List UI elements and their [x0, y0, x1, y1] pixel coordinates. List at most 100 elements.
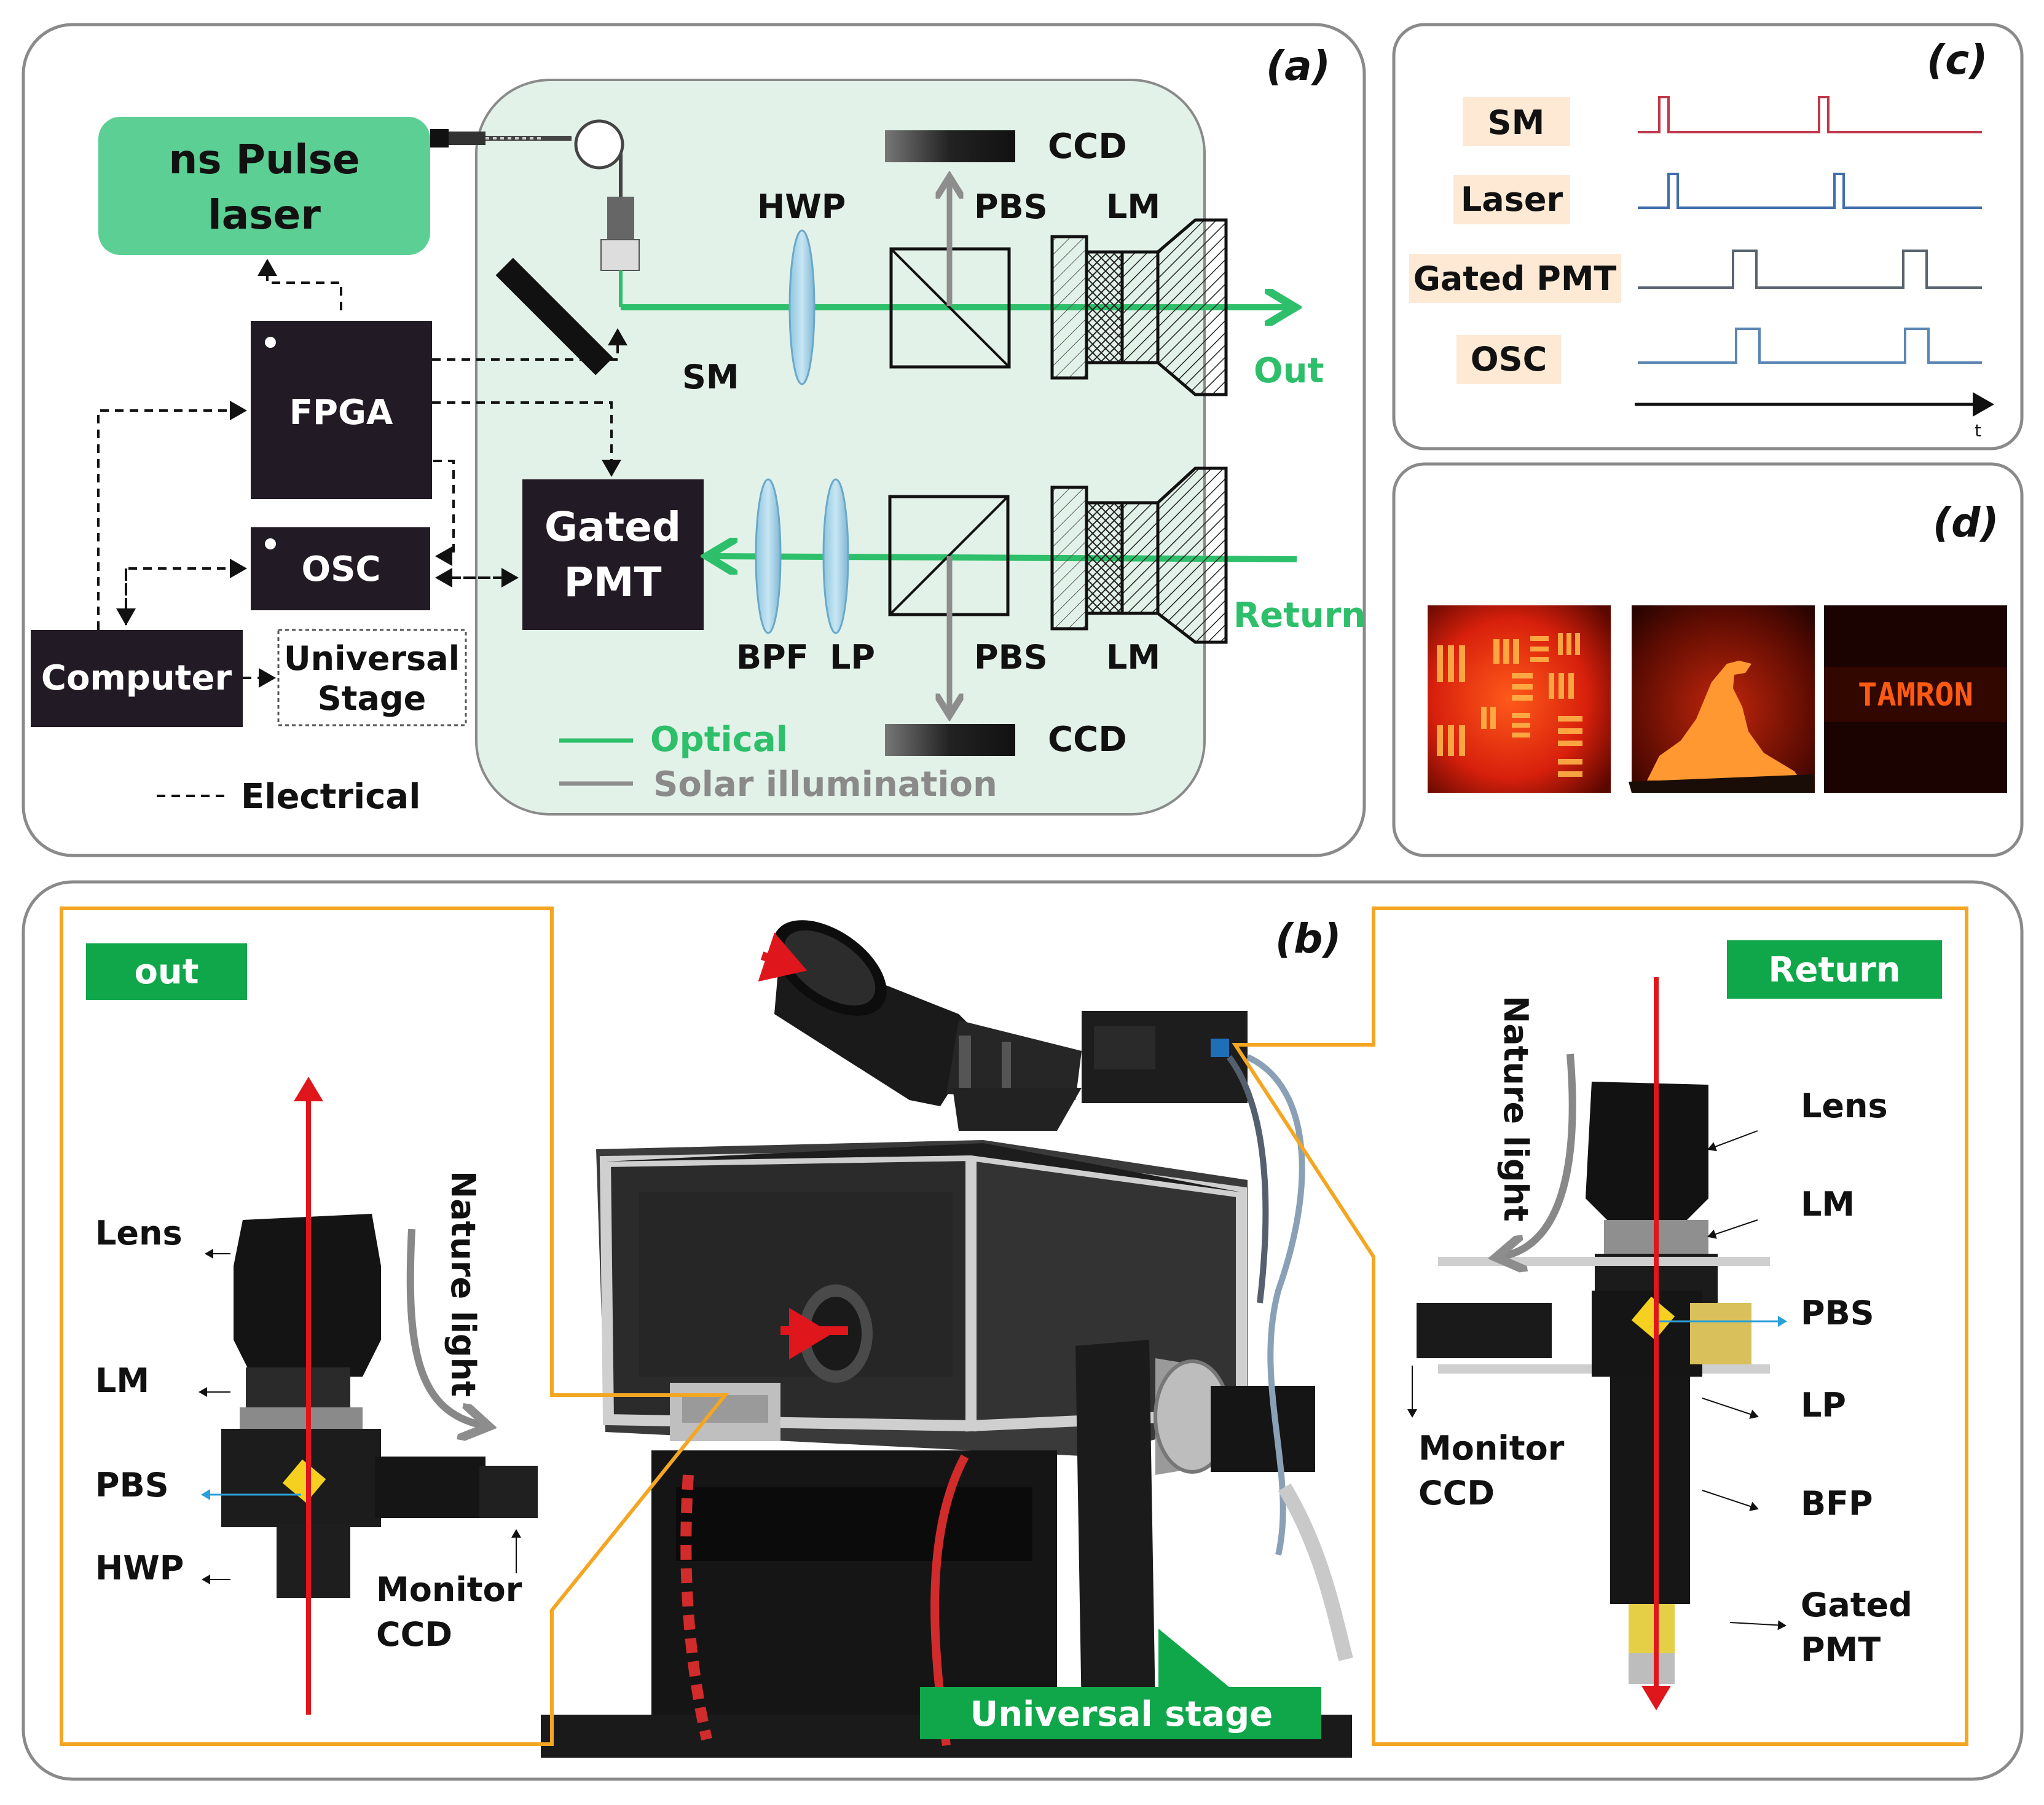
left-inset: out Lens LM PBS HWP Monitor CCD	[86, 943, 538, 1715]
lp-lens	[822, 478, 849, 634]
hwp-label: HWP	[757, 187, 846, 226]
gated-pmt-line2: PMT	[564, 559, 661, 606]
electrical-connections	[97, 259, 627, 688]
right-device	[1417, 1082, 1770, 1684]
lm-bottom-label: LM	[1106, 638, 1160, 677]
legend-optical-label: Optical	[650, 720, 788, 760]
left-device	[221, 1214, 538, 1598]
out-label: Out	[1254, 351, 1324, 391]
panel-d-letter: (d)	[1933, 499, 1999, 546]
laser-box	[98, 117, 430, 255]
scanning-mirror	[495, 258, 613, 376]
trace-laser	[1638, 173, 1982, 209]
trace-gated-pmt	[1638, 250, 1982, 289]
result-image-resolution-target	[1428, 605, 1611, 793]
panel-c-frame	[1392, 23, 2024, 450]
signal-label-osc: OSC	[1471, 340, 1547, 379]
fiber-cable	[430, 119, 640, 271]
return-tag-label: Return	[1768, 950, 1900, 990]
signal-bg-gated	[1409, 254, 1621, 303]
out-tag-label: out	[134, 952, 199, 992]
pbs-bottom-label: PBS	[974, 638, 1048, 677]
right-nature-light-label: Nature light	[1496, 996, 1535, 1222]
lp-label: LP	[830, 638, 875, 677]
right-lens-label: Lens	[1801, 1087, 1888, 1125]
legend-solar-label: Solar illumination	[653, 765, 997, 804]
stage-tag-label: Universal stage	[970, 1694, 1273, 1734]
right-pbs-label: PBS	[1801, 1294, 1874, 1332]
pbs-top-label: PBS	[974, 187, 1048, 226]
signal-bg-osc	[1456, 335, 1561, 384]
left-lens-label: Lens	[95, 1214, 183, 1252]
panel-a: (a) ns Pulse laser FPGA OSC Computer	[22, 23, 1366, 857]
trace-sm	[1638, 96, 1982, 133]
right-lm-label: LM	[1801, 1185, 1855, 1224]
left-nature-light-arrow	[406, 1229, 485, 1426]
right-monitor-line2: CCD	[1418, 1474, 1495, 1512]
right-lp-label: LP	[1801, 1386, 1846, 1425]
osc-box	[251, 527, 430, 610]
lm-top-label: LM	[1106, 187, 1160, 226]
left-monitor-line1: Monitor	[376, 1570, 522, 1609]
panel-c: (c) SM Laser Gated PMT OSC t	[1392, 23, 2024, 450]
computer-box	[31, 630, 243, 727]
result-image-dinosaur	[1629, 605, 1815, 793]
left-pbs-label: PBS	[95, 1466, 169, 1504]
universal-stage-box	[277, 629, 467, 726]
time-axis-label: t	[1975, 420, 1981, 441]
signal-label-sm: SM	[1488, 103, 1545, 142]
laser-label-line2: laser	[208, 191, 321, 238]
right-gated-line2: PMT	[1801, 1630, 1881, 1669]
panel-b: (b)	[22, 880, 2024, 1781]
panel-d: (d) TAMRON	[1392, 462, 2024, 857]
right-gated-line1: Gated	[1801, 1586, 1912, 1624]
panel-c-letter: (c)	[1927, 36, 1987, 84]
optics-region	[475, 79, 1206, 816]
right-monitor-line1: Monitor	[1418, 1429, 1565, 1468]
signal-bg-sm	[1463, 97, 1570, 146]
tamron-text: TAMRON	[1858, 677, 1973, 714]
ccd-bottom	[885, 724, 1015, 756]
fpga-box	[251, 321, 432, 499]
trace-osc	[1638, 328, 1982, 364]
right-bfp-label: BFP	[1801, 1484, 1873, 1523]
left-lm-label: LM	[95, 1361, 149, 1400]
osc-label: OSC	[301, 549, 380, 589]
lm-top	[1050, 218, 1228, 396]
laser-label-line1: ns Pulse	[168, 136, 360, 183]
ccd-bottom-label: CCD	[1048, 720, 1127, 760]
signal-bg-laser	[1453, 175, 1570, 224]
stage-label-line1: Universal	[284, 639, 460, 678]
computer-label: Computer	[41, 658, 232, 698]
ccd-top	[885, 130, 1015, 162]
sm-label: SM	[682, 358, 739, 396]
right-callout-outline	[1232, 906, 1968, 1746]
gated-pmt-line1: Gated	[544, 503, 681, 551]
return-tag	[1727, 940, 1942, 999]
hwp-lens	[788, 229, 816, 385]
signal-label-gated: Gated PMT	[1413, 259, 1617, 298]
bpf-lens	[755, 478, 782, 634]
left-nature-light-label: Nature light	[444, 1171, 482, 1397]
central-photo	[541, 920, 1353, 1758]
legend-electrical-label: Electrical	[241, 777, 420, 817]
lm-bottom	[1050, 466, 1228, 644]
return-label: Return	[1233, 596, 1366, 635]
left-hwp-label: HWP	[95, 1549, 184, 1587]
out-tag	[86, 943, 247, 1000]
right-inset: Return Lens LM PBS LP	[1407, 940, 1942, 1710]
gated-pmt-box	[522, 479, 704, 630]
bpf-label: BPF	[736, 638, 809, 677]
left-monitor-line2: CCD	[376, 1615, 452, 1654]
left-callout-outline	[60, 906, 729, 1746]
ccd-top-label: CCD	[1048, 127, 1127, 167]
panel-a-letter: (a)	[1266, 42, 1331, 90]
stage-label-line2: Stage	[318, 679, 426, 718]
panel-b-letter: (b)	[1275, 915, 1342, 962]
stage-tag	[920, 1629, 1321, 1739]
signal-label-laser: Laser	[1461, 180, 1563, 219]
photo-rotary-stage	[1075, 1340, 1315, 1715]
fpga-label: FPGA	[289, 393, 393, 433]
result-image-tamron: TAMRON	[1824, 605, 2007, 793]
